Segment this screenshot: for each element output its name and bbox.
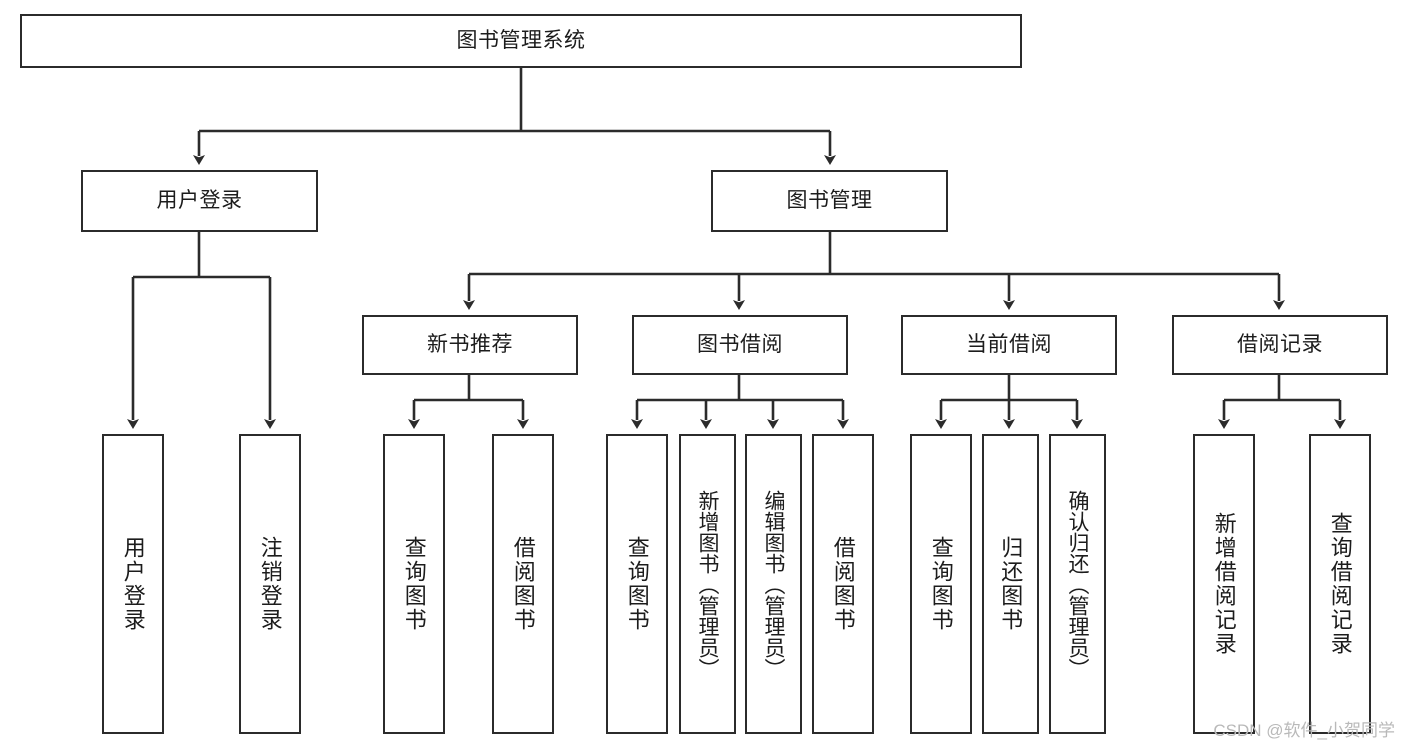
leaf-query-book-borrow-label: 查询图书: [624, 536, 650, 632]
leaf-borrow-book-recommend[interactable]: 借阅图书: [492, 434, 554, 734]
node-borrow-record-label: 借阅记录: [1237, 332, 1323, 356]
node-book-borrow[interactable]: 图书借阅: [632, 315, 848, 375]
leaf-add-borrow-record[interactable]: 新增借阅记录: [1193, 434, 1255, 734]
node-root-label: 图书管理系统: [456, 28, 586, 52]
leaf-query-book-current-label: 查询图书: [928, 536, 954, 632]
leaf-add-book-admin-label: 新增图书（管理员）: [696, 489, 720, 679]
leaf-query-borrow-record-label: 查询借阅记录: [1327, 512, 1353, 656]
leaf-logout[interactable]: 注销登录: [239, 434, 301, 734]
leaf-user-login[interactable]: 用户登录: [102, 434, 164, 734]
node-user-login[interactable]: 用户登录: [81, 170, 318, 232]
node-book-management[interactable]: 图书管理: [711, 170, 948, 232]
leaf-return-book-label: 归还图书: [998, 536, 1024, 632]
leaf-edit-book-admin-label: 编辑图书（管理员）: [762, 489, 786, 679]
leaf-confirm-return-admin[interactable]: 确认归还（管理员）: [1049, 434, 1106, 734]
leaf-query-book-borrow[interactable]: 查询图书: [606, 434, 668, 734]
node-root[interactable]: 图书管理系统: [20, 14, 1022, 68]
node-current-borrow-label: 当前借阅: [966, 332, 1052, 356]
leaf-logout-label: 注销登录: [257, 536, 283, 632]
leaf-borrow-book-recommend-label: 借阅图书: [510, 536, 536, 632]
leaf-borrow-book-label: 借阅图书: [830, 536, 856, 632]
node-new-book-recommend-label: 新书推荐: [427, 332, 513, 356]
node-borrow-record[interactable]: 借阅记录: [1172, 315, 1388, 375]
leaf-add-book-admin[interactable]: 新增图书（管理员）: [679, 434, 736, 734]
node-book-management-label: 图书管理: [786, 188, 873, 212]
leaf-user-login-label: 用户登录: [120, 536, 146, 632]
leaf-borrow-book[interactable]: 借阅图书: [812, 434, 874, 734]
node-current-borrow[interactable]: 当前借阅: [901, 315, 1117, 375]
leaf-query-book-recommend-label: 查询图书: [401, 536, 427, 632]
leaf-return-book[interactable]: 归还图书: [982, 434, 1039, 734]
leaf-query-book-recommend[interactable]: 查询图书: [383, 434, 445, 734]
node-user-login-label: 用户登录: [156, 188, 243, 212]
leaf-query-borrow-record[interactable]: 查询借阅记录: [1309, 434, 1371, 734]
watermark: CSDN @软件_小贺同学: [1213, 721, 1395, 740]
node-book-borrow-label: 图书借阅: [697, 332, 783, 356]
leaf-query-book-current[interactable]: 查询图书: [910, 434, 972, 734]
node-new-book-recommend[interactable]: 新书推荐: [362, 315, 578, 375]
leaf-add-borrow-record-label: 新增借阅记录: [1211, 512, 1237, 656]
leaf-edit-book-admin[interactable]: 编辑图书（管理员）: [745, 434, 802, 734]
leaf-confirm-return-admin-label: 确认归还（管理员）: [1066, 489, 1090, 679]
